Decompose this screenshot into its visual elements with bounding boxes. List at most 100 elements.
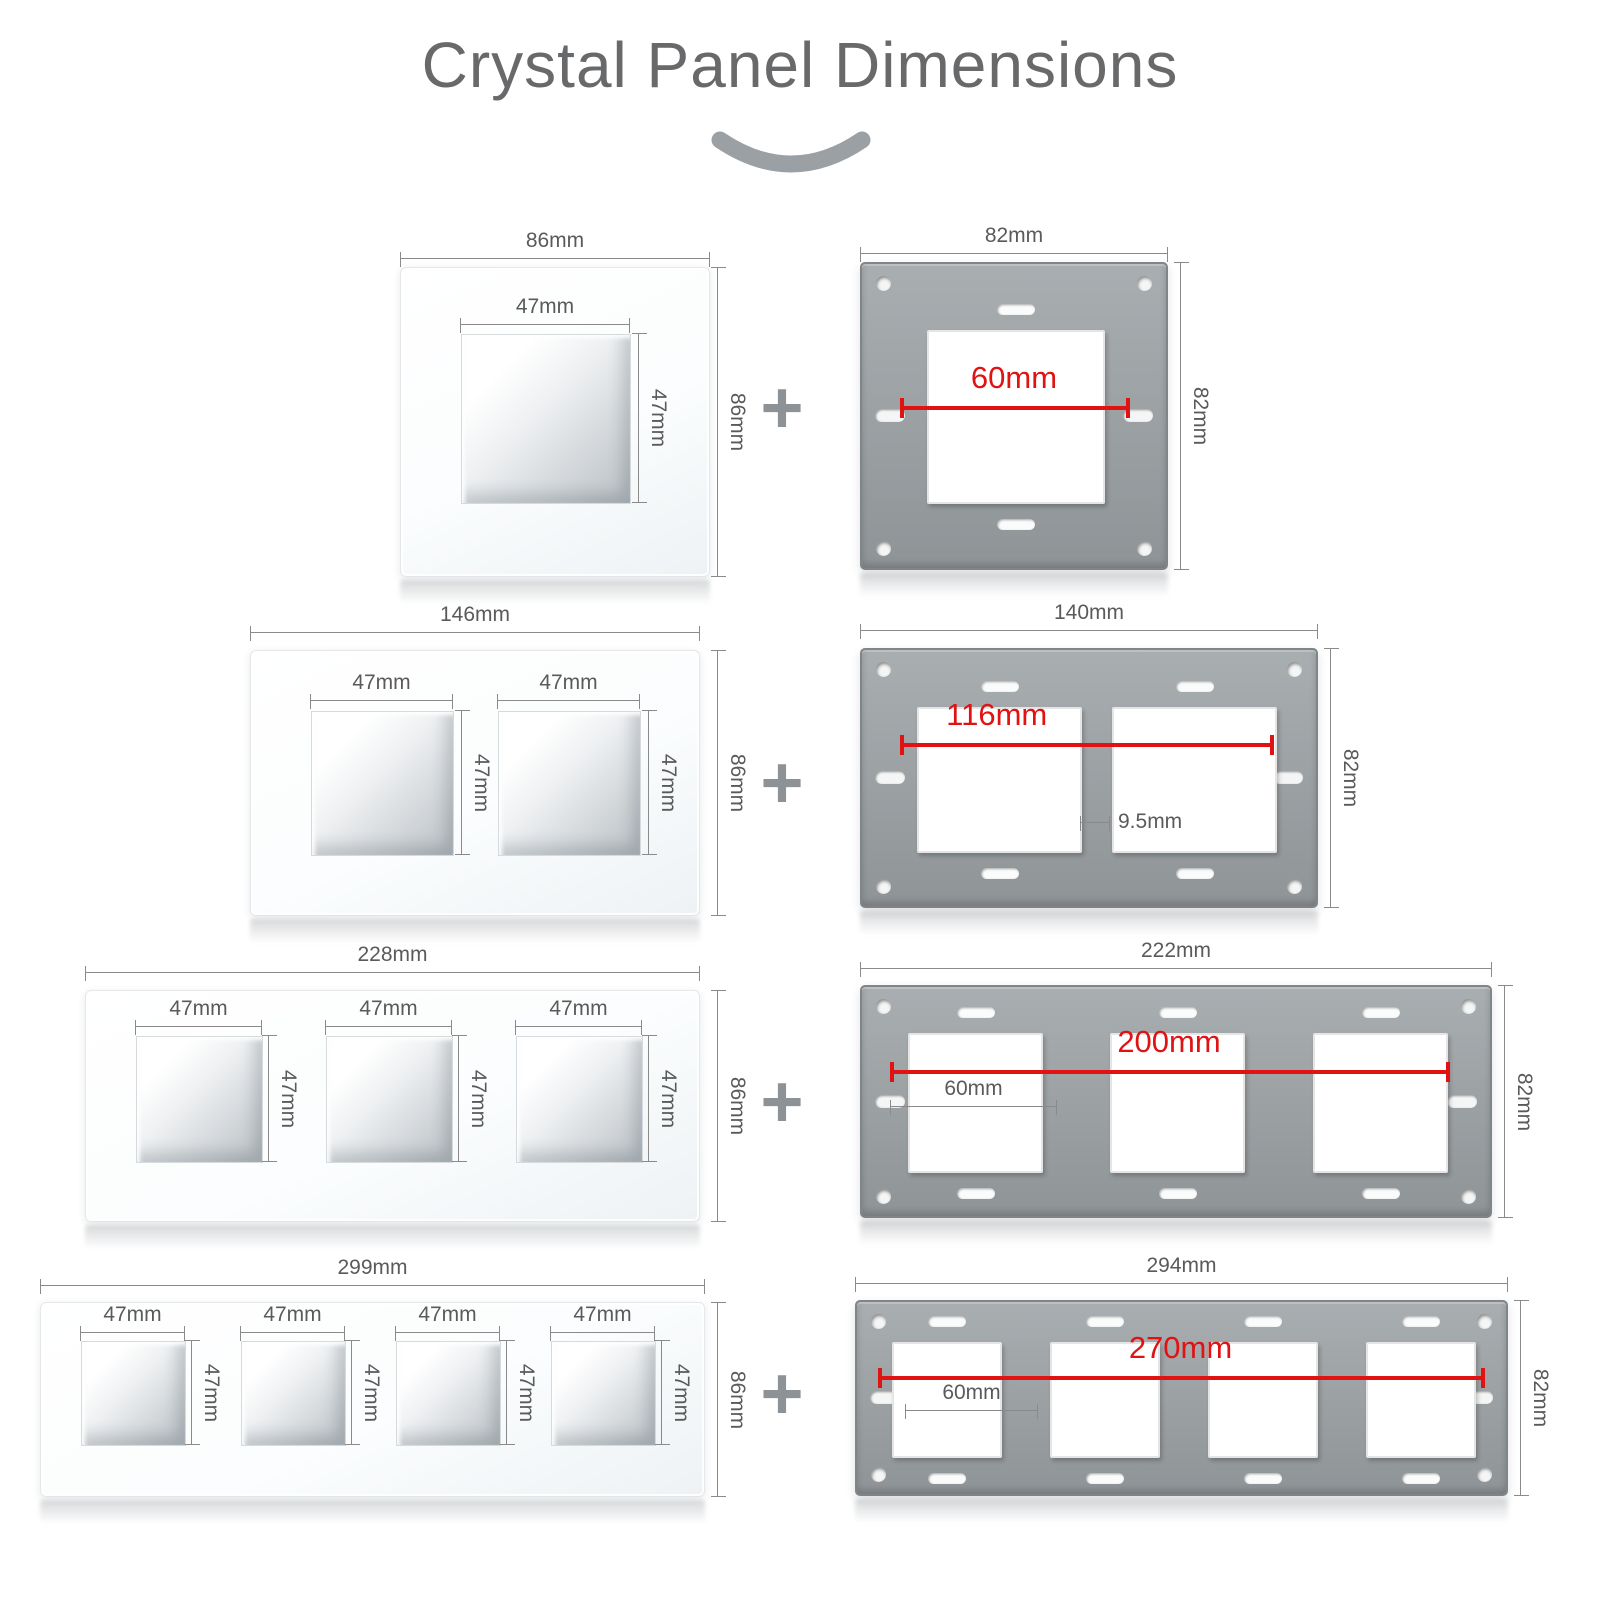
plus-sign: + — [760, 1352, 804, 1435]
panel-width-dimension: 299mm — [40, 1256, 705, 1294]
reflection — [250, 919, 700, 943]
mounting-frame-4gang — [855, 1300, 1508, 1496]
panel-cutout — [396, 1341, 501, 1446]
dimension-label: 222mm — [1140, 939, 1212, 962]
mounting-slot — [875, 409, 905, 422]
dimension-label: 200mm — [1117, 1024, 1221, 1059]
mounting-slot — [1123, 409, 1153, 422]
mounting-frame-3gang — [860, 985, 1492, 1218]
frame-gap-dimension: 9.5mm — [1080, 810, 1182, 833]
frame-span-dimension-red: 200mm — [890, 1024, 1450, 1082]
dimension-label: 299mm — [337, 1256, 408, 1279]
cutout-height-dimension: 47mm — [452, 1035, 490, 1162]
frame-module-dimension: 60mm — [905, 1381, 1038, 1419]
frame-width-dimension: 222mm — [860, 939, 1492, 977]
screw-hole — [1461, 999, 1476, 1014]
panel-cutout — [326, 1036, 453, 1163]
dimension-label: 47mm — [515, 295, 575, 318]
cutout-height-dimension: 47mm — [500, 1340, 538, 1445]
dimension-label: 86mm — [726, 392, 749, 452]
dimension-label: 86mm — [726, 1076, 749, 1136]
mounting-frame-1gang — [860, 262, 1168, 570]
reflection — [40, 1500, 705, 1524]
screw-hole — [1287, 879, 1302, 894]
screw-hole — [1477, 1314, 1492, 1329]
dimension-label: 146mm — [439, 603, 511, 626]
reflection — [400, 580, 710, 604]
dimension-label: 294mm — [1146, 1254, 1217, 1277]
screw-hole — [871, 1467, 886, 1482]
cutout-width-dimension: 47mm — [515, 997, 642, 1035]
dimension-label: 47mm — [360, 1363, 383, 1422]
reflection — [85, 1225, 700, 1249]
cutout-height-dimension: 47mm — [455, 710, 493, 855]
frame-window — [1366, 1342, 1476, 1458]
frame-window — [927, 330, 1105, 504]
dimension-label: 47mm — [657, 1069, 680, 1128]
dimension-label: 47mm — [277, 1069, 300, 1128]
screw-hole — [876, 1189, 891, 1204]
glass-panel-1gang — [400, 267, 710, 577]
dimension-label: 270mm — [1128, 1330, 1233, 1365]
frame-window — [908, 1033, 1043, 1173]
cutout-height-dimension: 47mm — [655, 1340, 693, 1445]
dimension-label: 47mm — [103, 1303, 162, 1326]
panel-cutout — [136, 1036, 263, 1163]
page-title: Crystal Panel Dimensions — [421, 29, 1179, 101]
cutout-height-dimension: 47mm — [345, 1340, 383, 1445]
dimension-label: 82mm — [1529, 1368, 1552, 1428]
dimension-label: 9.5mm — [1118, 810, 1183, 833]
frame-height-dimension: 82mm — [1498, 985, 1536, 1218]
panel-width-dimension: 86mm — [400, 229, 710, 267]
screw-hole — [876, 662, 891, 677]
cutout-height-dimension: 47mm — [632, 333, 670, 503]
dimension-label: 47mm — [573, 1303, 632, 1326]
swoosh-arc-icon — [711, 131, 871, 173]
cutout-width-dimension: 47mm — [550, 1303, 655, 1341]
panel-cutout — [461, 334, 631, 504]
panel-height-dimension: 86mm — [711, 650, 749, 916]
reflection — [860, 911, 1318, 935]
mounting-slot — [1447, 1094, 1477, 1108]
glass-panel-4gang — [40, 1302, 705, 1497]
frame-span-dimension-red: 60mm — [900, 360, 1130, 418]
cutout-height-dimension: 47mm — [185, 1340, 223, 1445]
frame-span-dimension-red: 116mm — [900, 697, 1274, 755]
panel-cutout — [498, 711, 641, 856]
dimension-label: 228mm — [357, 943, 428, 966]
frame-span-dimension-red: 270mm — [878, 1330, 1485, 1388]
dimension-label: 86mm — [726, 753, 749, 813]
dimension-label: 47mm — [263, 1303, 322, 1326]
dimension-label: 60mm — [970, 360, 1058, 395]
frame-width-dimension: 294mm — [855, 1254, 1508, 1292]
dimension-label: 60mm — [942, 1381, 1001, 1404]
dimension-label: 47mm — [352, 671, 411, 694]
cutout-height-dimension: 47mm — [642, 710, 680, 855]
cutout-width-dimension: 47mm — [310, 671, 453, 709]
dimension-label: 47mm — [467, 1069, 490, 1128]
dimension-label: 47mm — [169, 997, 228, 1020]
cutout-height-dimension: 47mm — [642, 1035, 680, 1162]
cutout-width-dimension: 47mm — [135, 997, 262, 1035]
frame-window — [892, 1342, 1002, 1458]
glass-panel-2gang — [250, 650, 700, 916]
panel-cutout — [81, 1341, 186, 1446]
screw-hole — [876, 999, 891, 1014]
cutout-width-dimension: 47mm — [80, 1303, 185, 1341]
cutout-width-dimension: 47mm — [395, 1303, 500, 1341]
reflection — [860, 1221, 1492, 1245]
cutout-width-dimension: 47mm — [325, 997, 452, 1035]
dimension-label: 47mm — [657, 753, 680, 812]
frame-width-dimension: 82mm — [860, 224, 1168, 262]
dimension-label: 47mm — [670, 1363, 693, 1422]
panel-height-dimension: 86mm — [711, 990, 749, 1222]
screw-hole — [876, 879, 891, 894]
frame-height-dimension: 82mm — [1324, 648, 1362, 908]
dimension-label: 82mm — [984, 224, 1044, 247]
dimension-label: 47mm — [200, 1363, 223, 1422]
frame-window — [1110, 1033, 1245, 1173]
frame-height-dimension: 82mm — [1174, 262, 1212, 570]
frame-window — [1313, 1033, 1448, 1173]
dimension-label: 82mm — [1513, 1072, 1536, 1131]
